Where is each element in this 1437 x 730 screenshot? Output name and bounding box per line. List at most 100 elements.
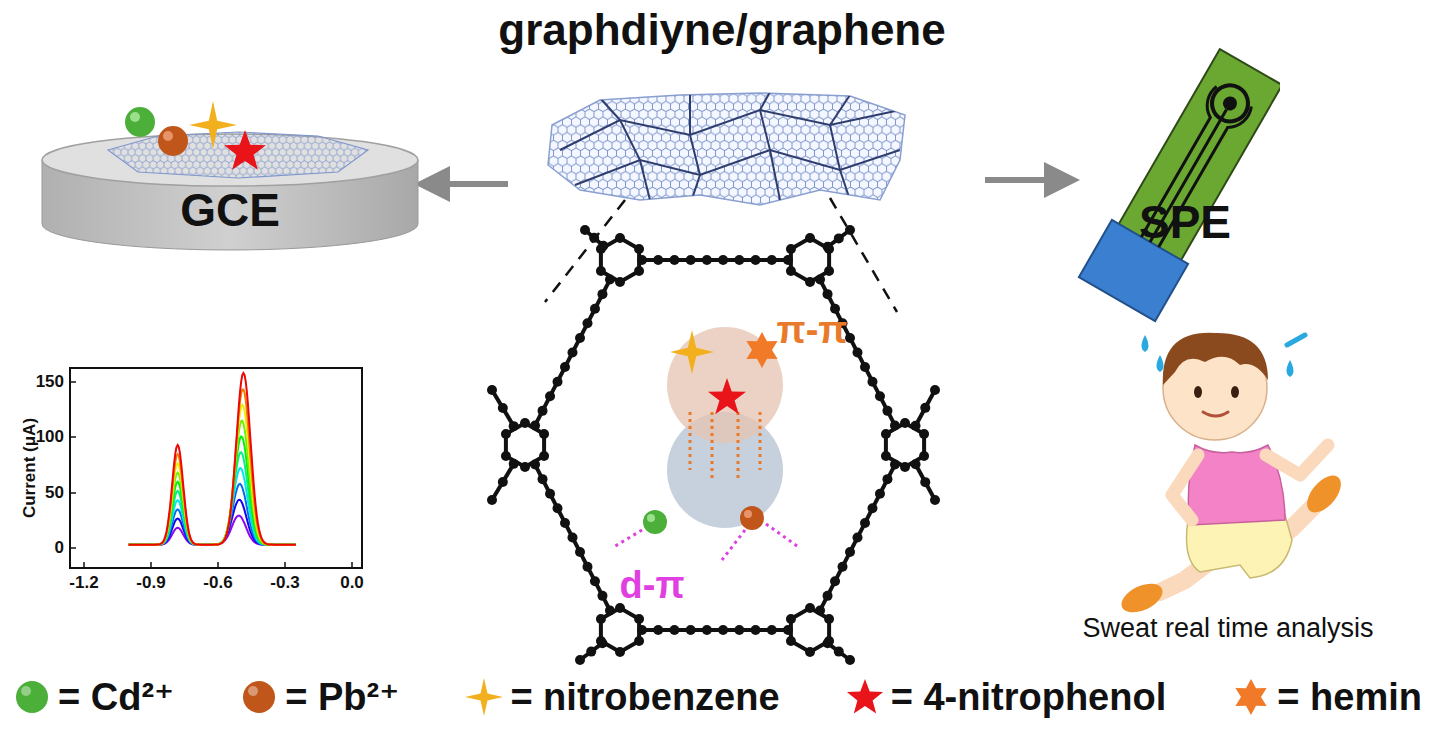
carbon-atom (845, 547, 855, 557)
carbon-atom (589, 233, 599, 243)
legend-swatch (239, 677, 279, 717)
running-child (1117, 333, 1347, 618)
carbon-atom (882, 406, 892, 416)
legend-text: = 4-nitrophenol (891, 676, 1167, 719)
dpv-curve (129, 389, 296, 544)
legend-text: = Pb²⁺ (285, 675, 399, 719)
swatch-ball (243, 681, 275, 713)
legend-item: = Pb²⁺ (239, 675, 399, 719)
dpv-curve (129, 452, 296, 544)
carbon-atom (838, 562, 848, 572)
carbon-atom (823, 289, 833, 299)
swatch-star (847, 679, 883, 713)
carbon-atom (501, 451, 511, 461)
carbon-atom (487, 385, 497, 395)
carbon-atom (823, 591, 833, 601)
carbon-atom (498, 403, 508, 413)
nitrophenol-star (224, 130, 266, 170)
diyne-chain (492, 464, 514, 500)
legend-swatch (845, 677, 885, 717)
carbon-atom (560, 518, 570, 528)
diyne-chain (916, 464, 935, 500)
carbon-atom (930, 385, 940, 395)
nitrobenzene-star (670, 330, 714, 374)
carbon-atom (582, 318, 592, 328)
arrow-left (432, 181, 508, 187)
carbon-atom (734, 255, 744, 265)
pi-stacking-lines (690, 412, 760, 478)
arrow-right (985, 177, 1062, 183)
carbon-atom (882, 474, 892, 484)
graphene-sheet (540, 88, 920, 213)
carbon-atom (575, 333, 585, 343)
swatch-ball (16, 681, 48, 713)
carbon-atom (702, 625, 712, 635)
carbon-atom (634, 636, 644, 646)
carbon-atom (900, 462, 910, 472)
diyne-chain (535, 465, 610, 611)
carbon-atom (545, 489, 555, 499)
tick-label: -0.9 (136, 573, 165, 593)
diyne-chain (820, 280, 895, 426)
carbon-atom (596, 636, 606, 646)
carbon-atom (881, 451, 891, 461)
carbon-atom (751, 255, 761, 265)
benzene-ring (601, 238, 639, 282)
carbon-atom (653, 625, 663, 635)
carbon-atom (853, 348, 863, 358)
pb-ion (740, 506, 764, 530)
tick-label: -1.2 (69, 573, 98, 593)
legend-item: = Cd²⁺ (12, 675, 174, 719)
zoom-line (545, 200, 625, 302)
carbon-atom (669, 255, 679, 265)
carbon-atom (634, 266, 644, 276)
carbon-atom (596, 614, 606, 624)
adsorbed-molecules (643, 330, 778, 534)
carbon-atom (568, 533, 578, 543)
swatch-star (465, 678, 503, 716)
carbon-atom (615, 233, 625, 243)
nitrophenol-star (708, 378, 746, 414)
caption-text: Sweat real time analysis (1082, 613, 1373, 644)
carbon-atom (751, 625, 761, 635)
carbon-atom (686, 255, 696, 265)
swatch-star (1236, 679, 1267, 715)
carbon-atom (686, 625, 696, 635)
tick-label: 50 (45, 483, 64, 503)
benzene-ring (506, 423, 544, 467)
carbon-atom (920, 403, 930, 413)
carbon-atom (590, 304, 600, 314)
carbon-atom (786, 244, 796, 254)
carbon-atom (553, 503, 563, 513)
carbon-atom (634, 614, 644, 624)
carbon-atom (860, 518, 870, 528)
carbon-atom (560, 362, 570, 372)
diyne-chain (642, 258, 788, 262)
dpv-curve (129, 373, 296, 545)
diyne-chain (492, 390, 514, 426)
carbon-atom (539, 451, 549, 461)
swatch-highlight (248, 686, 258, 696)
pi-circle-upper (667, 327, 783, 443)
carbon-atom (582, 562, 592, 572)
carbon-atom (596, 266, 606, 276)
carbon-atom (498, 477, 508, 487)
legend-text: = Cd²⁺ (58, 675, 174, 719)
carbon-atom (615, 277, 625, 287)
legend-swatch (12, 677, 52, 717)
carbon-atom (860, 362, 870, 372)
legend-swatch (1231, 677, 1271, 717)
carbon-atom (575, 655, 585, 665)
cd-ion (643, 510, 667, 534)
carbon-atom (875, 489, 885, 499)
carbon-atom (824, 266, 834, 276)
carbon-atom (734, 625, 744, 635)
dpv-curve (129, 500, 296, 545)
pb-ion-highlight (744, 510, 752, 518)
carbon-atom (805, 603, 815, 613)
carbon-atom (634, 244, 644, 254)
benzene-ring (791, 238, 829, 282)
tick-label: 0.0 (340, 573, 364, 593)
screen-printed-electrode (1060, 40, 1280, 340)
